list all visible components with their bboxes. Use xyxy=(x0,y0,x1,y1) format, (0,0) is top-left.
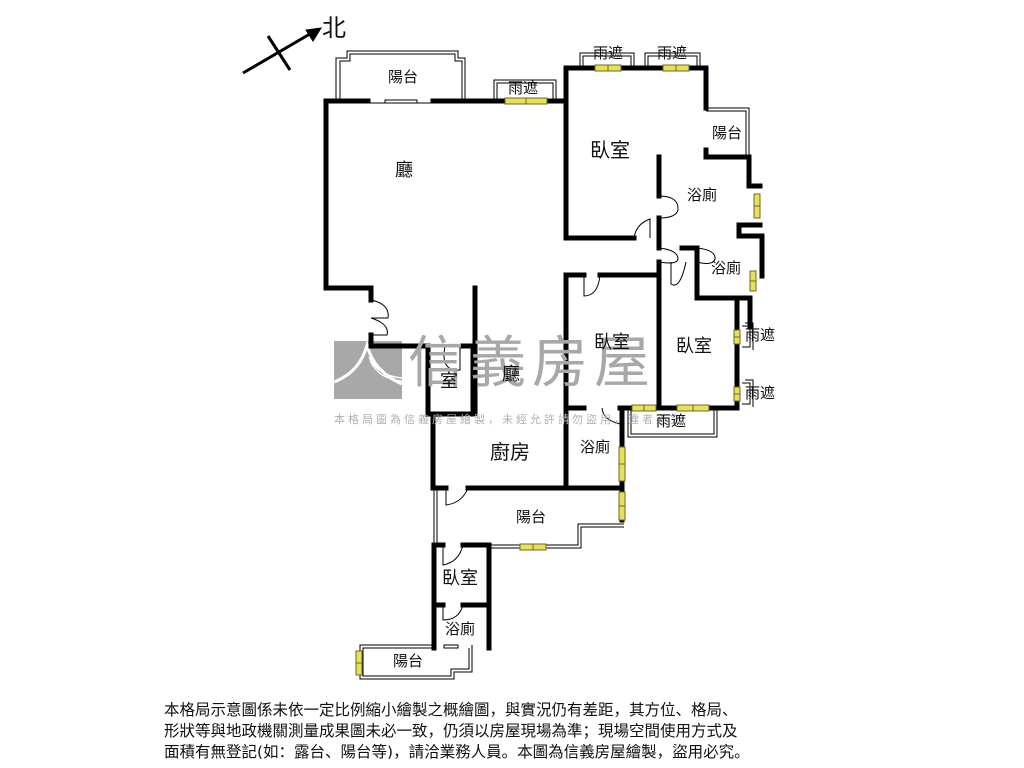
north-arrow-icon xyxy=(242,27,322,75)
watermark-brand: 信義房屋 xyxy=(408,331,656,396)
watermark-notice: 本格局圖為信義房屋繪製，未經允許請勿盜用，違者必究 xyxy=(334,413,684,426)
room-label-bedroom-3: 臥室 xyxy=(676,336,712,357)
room-label-canopy-bottom: 雨遮 xyxy=(656,412,687,430)
room-label-balcony-top: 陽台 xyxy=(388,68,419,86)
room-label-bath-1: 浴廁 xyxy=(687,186,718,204)
room-label-bedroom-2: 臥室 xyxy=(594,332,630,353)
room-label-canopy-right-2: 雨遮 xyxy=(745,384,776,402)
room-label-balcony-middle: 陽台 xyxy=(516,508,547,526)
room-label-living-room: 廳 xyxy=(395,160,413,181)
room-label-kitchen: 廚房 xyxy=(490,440,530,464)
door-swings xyxy=(370,195,716,621)
room-label-dining-hall: 廳 xyxy=(502,364,520,385)
room-label-canopy-top-1: 雨遮 xyxy=(593,44,624,62)
room-label-canopy-top-left: 雨遮 xyxy=(508,79,539,97)
disclaimer-line-3: 面積有無登記(如：露台、陽台等)，請洽業務人員。本圖為信義房屋繪製，盜用必究。 xyxy=(164,743,750,761)
disclaimer: 本格局示意圖係未依一定比例縮小繪製之概繪圖，與實況仍有差距，其方位、格局、 形狀… xyxy=(164,700,864,763)
room-label-bath-2: 浴廁 xyxy=(711,259,742,277)
north-label: 北 xyxy=(322,14,346,42)
watermark-logo-icon xyxy=(333,339,403,399)
disclaimer-line-2: 形狀等與地政機關測量成果圖未必一致，仍須以房屋現場為準；現場空間使用方式及 xyxy=(164,722,738,740)
room-label-master-bedroom: 臥室 xyxy=(590,138,630,162)
room-label-balcony-bottom: 陽台 xyxy=(393,652,424,670)
room-label-balcony-right: 陽台 xyxy=(712,124,743,142)
disclaimer-line-1: 本格局示意圖係未依一定比例縮小繪製之概繪圖，與實況仍有差距，其方位、格局、 xyxy=(164,701,738,719)
room-label-bedroom-4: 臥室 xyxy=(442,568,478,589)
room-label-bath-4: 浴廁 xyxy=(445,620,476,638)
room-label-canopy-right-1: 雨遮 xyxy=(745,326,776,344)
windows xyxy=(355,64,761,676)
room-label-canopy-top-2: 雨遮 xyxy=(657,44,688,62)
room-label-small-room: 室 xyxy=(440,371,458,392)
room-label-bath-3: 浴廁 xyxy=(580,438,611,456)
